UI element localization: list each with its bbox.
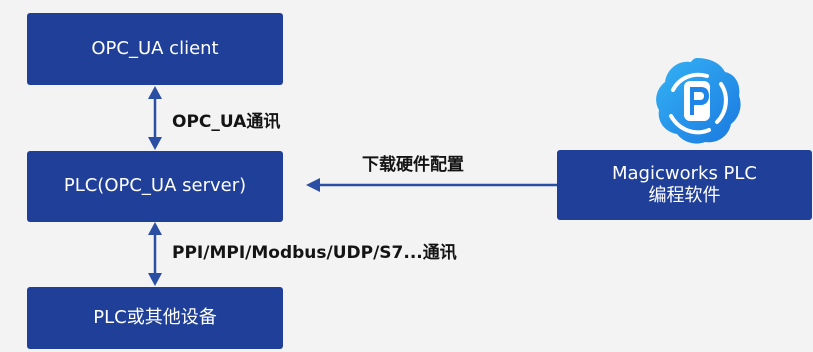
plc-server-box: PLC(OPC_UA server) — [27, 151, 283, 222]
opc-ua-comm-label: OPC_UA通讯 — [172, 112, 281, 132]
magicworks-box: Magicworks PLC 编程软件 — [557, 150, 812, 220]
plc-other-devices-label: PLC或其他设备 — [93, 306, 217, 328]
magicworks-label-line2: 编程软件 — [648, 185, 721, 206]
plc-other-devices-box: PLC或其他设备 — [27, 287, 283, 349]
download-hw-config-label: 下载硬件配置 — [362, 155, 464, 175]
opc-ua-client-box: OPC_UA client — [27, 13, 283, 85]
magicworks-label-line1: Magicworks PLC — [612, 162, 757, 184]
magicworks-p-logo-icon — [651, 54, 743, 146]
opc-ua-double-arrow — [148, 86, 162, 150]
opc-ua-client-label: OPC_UA client — [91, 37, 219, 59]
download-arrow — [306, 178, 557, 192]
protocols-comm-label: PPI/MPI/Modbus/UDP/S7...通讯 — [172, 243, 457, 263]
plc-server-label: PLC(OPC_UA server) — [63, 175, 247, 197]
protocols-double-arrow — [148, 222, 162, 286]
